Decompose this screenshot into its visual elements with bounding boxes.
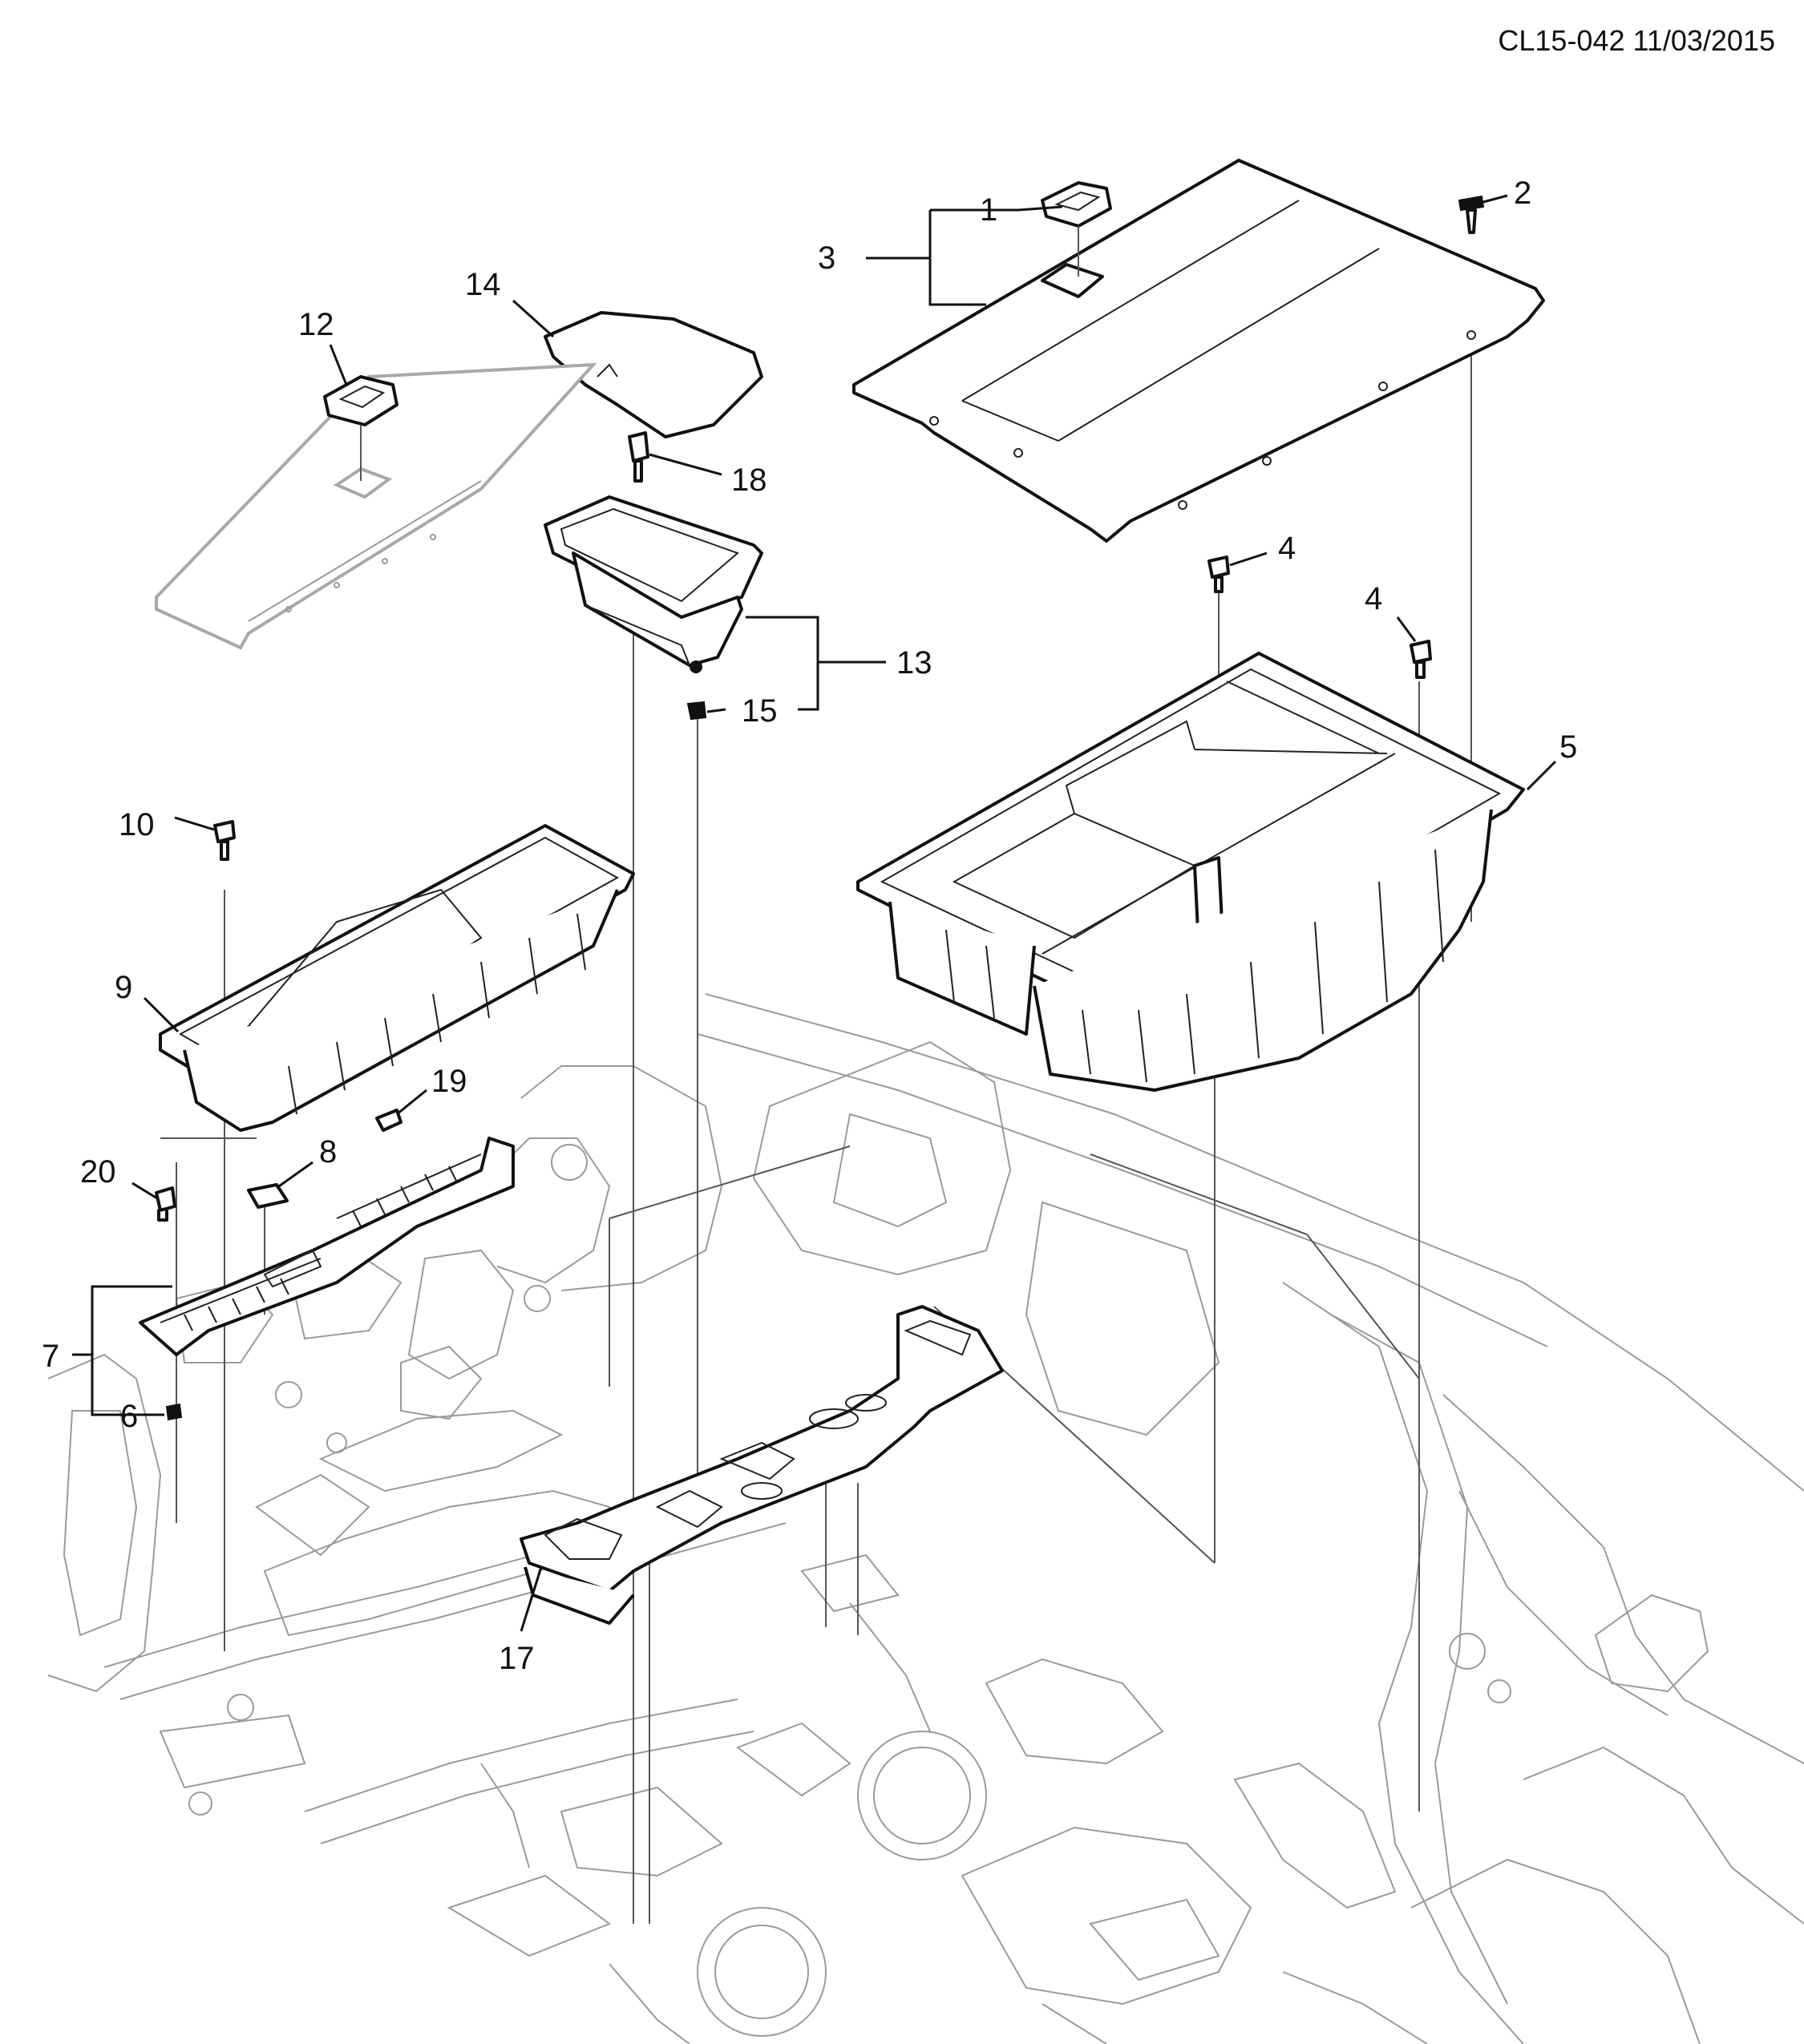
callout-20: 20 [80,1154,116,1190]
part-2-push-pin [1458,195,1485,234]
part-4-bolt-upper [1207,555,1230,593]
callout-10: 10 [119,807,155,842]
callout-14: 14 [465,267,501,302]
part-4-bolt-right [1410,640,1432,679]
part-10-bolt [213,820,236,861]
part-13-storage-bin [544,495,763,667]
part-6-clip [165,1403,183,1421]
callout-2: 2 [1514,176,1531,211]
part-5-storage-tray [856,652,1525,1092]
callout-4-upper: 4 [1278,531,1296,566]
callout-1: 1 [980,192,997,228]
alignment-reference-lines [160,281,1472,1924]
callout-7: 7 [42,1339,59,1374]
part-12-shelf-clip [323,375,398,481]
vehicle-rear-floor-body [47,993,1804,2044]
callout-5: 5 [1559,729,1577,765]
part-15-clip [686,660,707,721]
part-18-bolt [628,431,649,483]
part-8-pad [247,1183,289,1209]
part-20-retainer-clip [155,1186,176,1222]
callout-labels: 1 2 3 4 4 5 6 7 8 9 10 12 13 14 15 17 18… [42,176,1577,1676]
part-1-floor-handle [1041,181,1112,277]
rear-package-shelf-ghost [155,362,597,650]
callout-17: 17 [499,1641,535,1676]
callout-18: 18 [731,463,767,498]
callout-13: 13 [896,645,932,681]
part-19-screw [375,1109,402,1132]
part-3-load-floor-panel [852,159,1545,543]
callout-4-right: 4 [1365,581,1382,616]
part-9-side-storage-box [159,824,635,1132]
callout-19: 19 [431,1064,467,1099]
callout-15: 15 [742,693,778,729]
callout-12: 12 [298,307,334,342]
callout-6: 6 [120,1399,138,1434]
leader-lines [72,194,1557,1632]
callout-9: 9 [115,970,132,1005]
drawing-id-date: CL15-042 11/03/2015 [1498,24,1775,57]
callout-8: 8 [319,1134,337,1169]
part-7-rear-sill-plate [139,1137,515,1356]
callout-3: 3 [818,240,835,276]
part-17-cargo-floor-tray [520,1305,1004,1625]
